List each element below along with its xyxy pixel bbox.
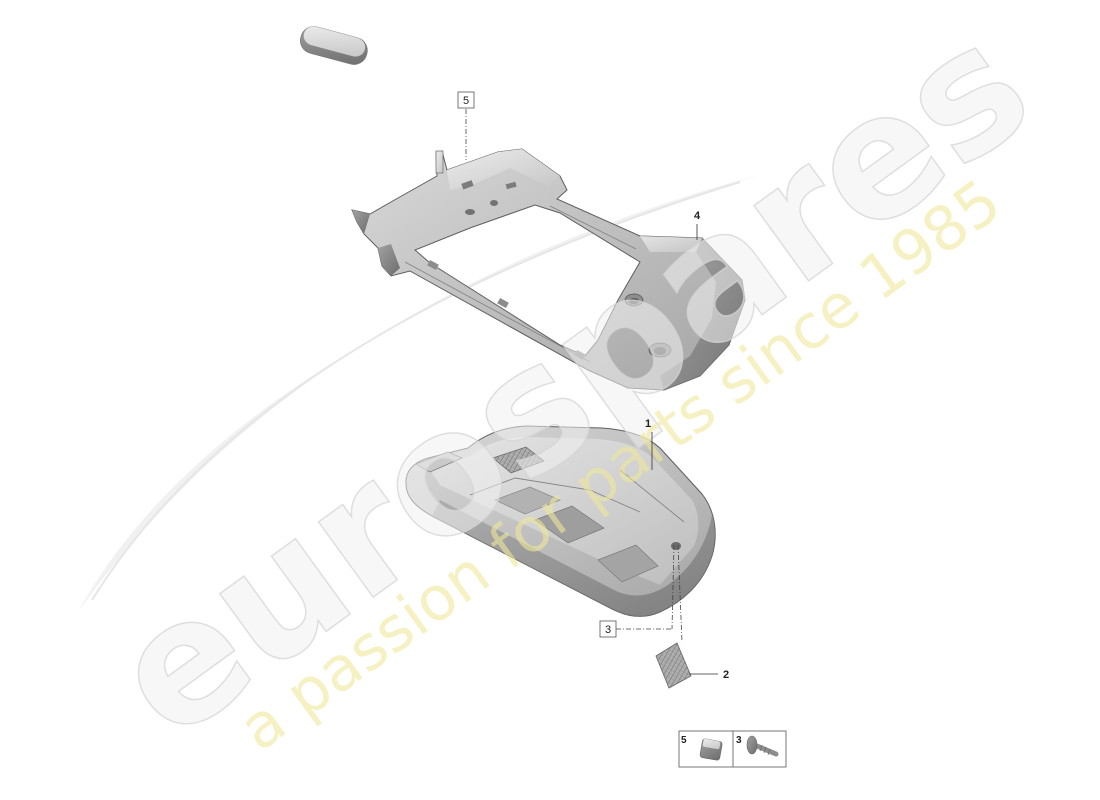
parts-legend: 5 3 — [678, 730, 787, 768]
console-panel-line — [469, 477, 641, 513]
screw-head — [746, 735, 758, 755]
frame-cup-outer-face — [660, 238, 745, 390]
clip-top-face — [303, 26, 366, 57]
frame-back-rail-ridge — [549, 205, 637, 250]
callout-box — [457, 91, 475, 109]
part-5-clip — [300, 26, 368, 65]
part-2-grille — [655, 642, 692, 689]
callout-1: 1 — [645, 418, 653, 470]
console-vent-grille — [492, 446, 545, 474]
frame-front-rail-ridge — [404, 261, 591, 363]
callout-label: 3 — [605, 624, 611, 636]
console-module — [534, 505, 605, 544]
screw-thread — [763, 746, 767, 754]
clip-icon — [699, 738, 723, 761]
watermark-brand: eurospares — [78, 0, 1064, 778]
frame-bracket-slot — [461, 180, 474, 190]
screw-thread — [767, 748, 771, 756]
frame-rail-tab — [574, 349, 586, 361]
console-screw-hole — [671, 542, 681, 550]
callout-5: 5 — [457, 91, 475, 160]
frame-bracket-hole — [490, 200, 498, 206]
callout-label: 2 — [723, 669, 729, 681]
part-1-console — [405, 425, 716, 617]
legend-label: 3 — [736, 735, 742, 746]
callout-label: 5 — [463, 95, 469, 107]
console-panel-line — [619, 469, 685, 523]
leader-line — [671, 544, 675, 630]
part-4-frame — [351, 148, 746, 391]
callout-4: 4 — [694, 210, 701, 240]
screw-icon — [746, 735, 779, 757]
frame-cup-hole-inner — [654, 347, 666, 355]
frame-left-tab — [352, 210, 370, 234]
screw-shaft — [754, 743, 779, 757]
frame-rail-tab — [427, 259, 439, 271]
clip-icon-face — [702, 738, 721, 750]
frame-post — [435, 150, 444, 174]
frame-rail-tab — [497, 297, 509, 309]
frame-bracket-slot — [505, 181, 517, 190]
grille-cover — [655, 642, 692, 689]
watermark: eurospares a passion for parts since 198… — [77, 0, 1064, 778]
leader-line — [677, 544, 683, 643]
frame-left-bracket — [378, 244, 400, 276]
frame-bracket-top-face — [447, 149, 560, 190]
frame-bracket-hole — [465, 209, 475, 215]
console-button-panel — [494, 486, 561, 515]
console-switch-panel — [597, 544, 659, 583]
frame-cup-hole-inner — [629, 298, 639, 304]
console-front-rim — [432, 500, 715, 617]
callout-3: 3 — [599, 544, 683, 643]
callout-label: 1 — [645, 418, 651, 430]
screw-thread — [759, 744, 763, 752]
callout-2: 2 — [689, 669, 729, 681]
legend-label: 5 — [681, 735, 687, 746]
console-left-tab — [415, 451, 463, 473]
callout-label: 4 — [694, 210, 701, 222]
frame-cup-top-face — [640, 236, 702, 252]
